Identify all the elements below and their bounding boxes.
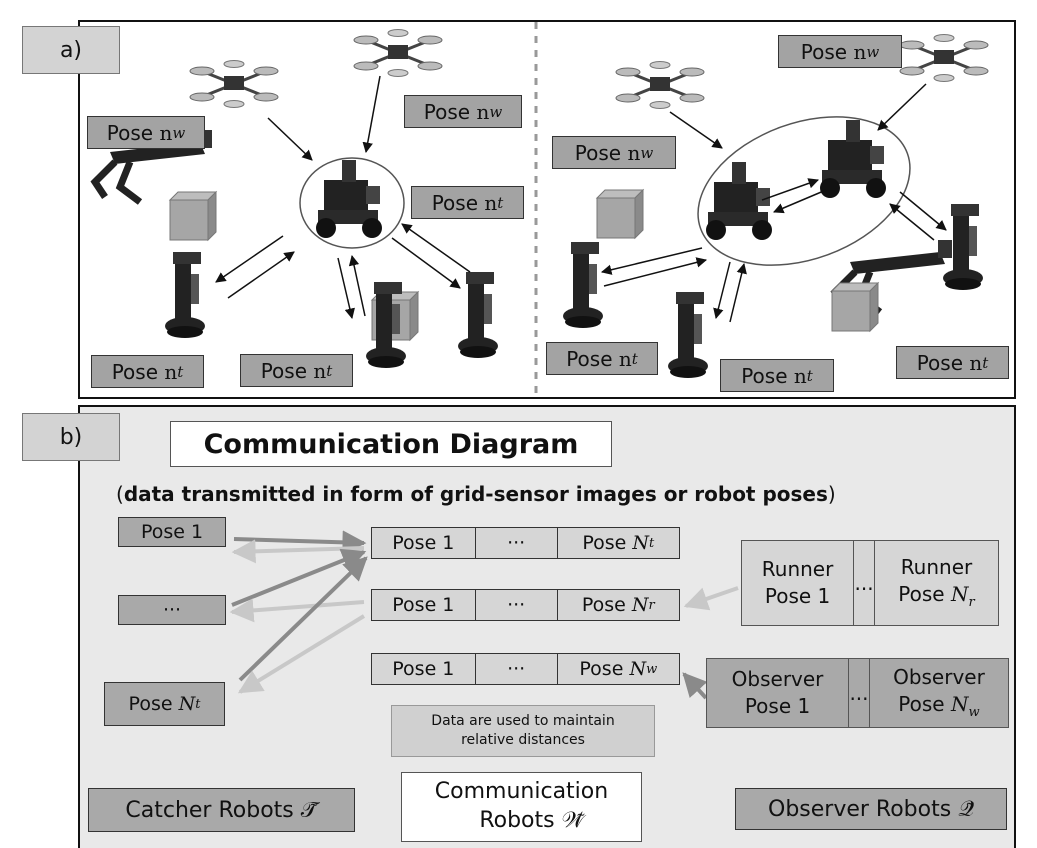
catcher-robots-label: Catcher Robots 𝒯̃ [88,788,355,832]
comm-cell: ··· [475,653,558,685]
comm-cell: Pose 1 [371,653,476,685]
communication-robots-label: Communication Robots 𝒲̃ [401,772,642,842]
runner-ellipsis: ... [854,541,875,625]
comm-cell: Pose 1 [371,589,476,621]
catcher-pose-ellipsis: ··· [118,595,226,625]
panel-a-label: a) [22,26,120,74]
comm-cell: ··· [475,527,558,559]
comm-cell: ··· [475,589,558,621]
observer-ellipsis: ... [849,659,870,727]
panel-b-label: b) [22,413,120,461]
observer-robots-label: Observer Robots 𝒬̃ [735,788,1007,830]
diagram-subtitle: (data transmitted in form of grid-sensor… [116,482,836,506]
catcher-pose-1: Pose 1 [118,517,226,547]
comm-cell: Pose 1 [371,527,476,559]
diagram-title: Communication Diagram [170,421,612,467]
